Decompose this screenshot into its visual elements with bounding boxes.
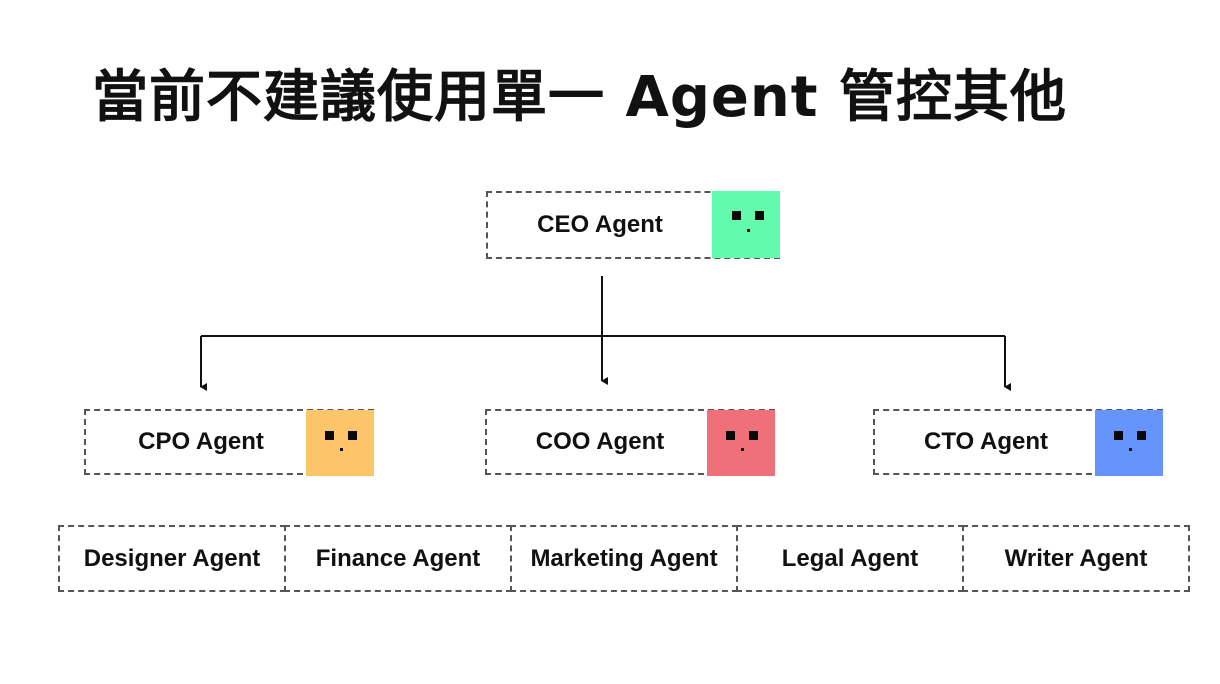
cpo-agent-label: CPO Agent <box>138 428 264 455</box>
coo-agent-label: COO Agent <box>535 428 665 455</box>
robot-face-icon <box>712 191 780 258</box>
legal-agent-node: Legal Agent <box>736 525 964 592</box>
robot-face-icon <box>707 410 775 476</box>
ceo-agent-label: CEO Agent <box>537 211 663 238</box>
finance-agent-node: Finance Agent <box>284 525 512 592</box>
robot-face-icon <box>306 410 374 476</box>
robot-face-icon <box>1095 410 1163 476</box>
cto-agent-label: CTO Agent <box>924 428 1048 455</box>
designer-agent-node: Designer Agent <box>58 525 286 592</box>
marketing-agent-label: Marketing Agent <box>530 544 718 572</box>
writer-agent-node: Writer Agent <box>962 525 1190 592</box>
writer-agent-label: Writer Agent <box>1004 544 1148 572</box>
finance-agent-label: Finance Agent <box>315 544 481 572</box>
marketing-agent-node: Marketing Agent <box>510 525 738 592</box>
page-title: 當前不建議使用單一 Agent 管控其他 <box>92 65 1068 130</box>
designer-agent-label: Designer Agent <box>83 544 261 572</box>
legal-agent-label: Legal Agent <box>781 544 919 572</box>
